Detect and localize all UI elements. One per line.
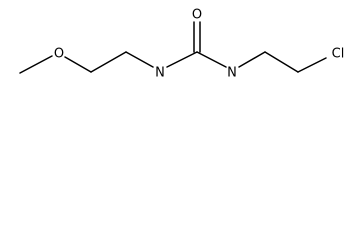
bond-ch2-nitrogen-left xyxy=(125,51,154,68)
bond-nitrogen-right-ch2 xyxy=(238,51,266,68)
atom-oxygen-ether: O xyxy=(54,47,64,62)
atom-oxygen-carbonyl: O xyxy=(192,8,202,23)
atom-chlorine: Cl xyxy=(332,47,345,62)
bond-ch2-chlorine xyxy=(297,57,327,73)
structural-formula: O N O N Cl xyxy=(19,8,344,81)
bond-nitrogen-left-carbonyl xyxy=(166,51,198,68)
bond-carbonyl-nitrogen-right xyxy=(196,51,227,68)
bond-methyl-oxygen xyxy=(19,55,53,74)
bond-oxygen-ch2 xyxy=(64,56,92,73)
atom-labels: O N O N Cl xyxy=(54,8,344,81)
atom-nitrogen-left: N xyxy=(155,66,165,81)
atom-nitrogen-right: N xyxy=(227,66,237,81)
bond-ch2-ch2-left xyxy=(90,51,127,73)
bond-set xyxy=(19,21,327,74)
bond-ch2-ch2-right xyxy=(264,51,299,73)
